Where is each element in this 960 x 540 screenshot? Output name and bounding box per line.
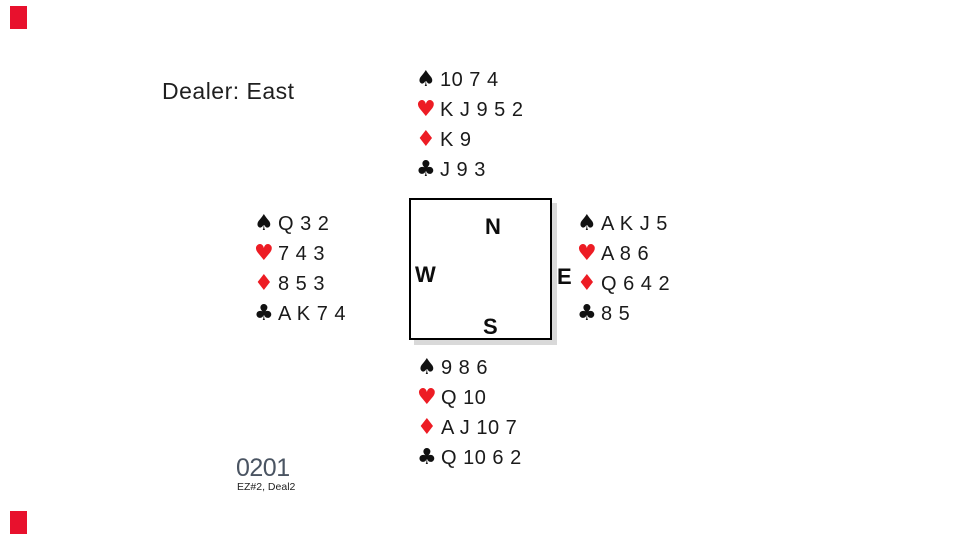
east-clubs-row: ♣ 8 5 <box>577 299 670 329</box>
west-hearts-row: ♥ 7 4 3 <box>254 239 346 269</box>
south-hand: ♠ 9 8 6 ♥ Q 10 ♦ A J 10 7 ♣ Q 10 6 2 <box>417 353 522 473</box>
west-hearts-cards: 7 4 3 <box>278 242 325 265</box>
north-hearts-cards: K J 9 5 2 <box>440 98 524 121</box>
heart-icon: ♥ <box>254 241 274 266</box>
club-icon: ♣ <box>416 157 436 182</box>
north-diamonds-cards: K 9 <box>440 128 472 151</box>
heart-icon: ♥ <box>417 385 437 410</box>
south-spades-row: ♠ 9 8 6 <box>417 353 522 383</box>
south-clubs-cards: Q 10 6 2 <box>441 446 522 469</box>
south-hearts-cards: Q 10 <box>441 386 487 409</box>
north-diamonds-row: ♦ K 9 <box>416 125 523 155</box>
north-spades-row: ♠ 10 7 4 <box>416 65 523 95</box>
club-icon: ♣ <box>254 301 274 326</box>
deal-number: 0201 <box>236 454 290 482</box>
compass-box: N W S <box>409 198 552 340</box>
south-hearts-row: ♥ Q 10 <box>417 383 522 413</box>
club-icon: ♣ <box>417 445 437 470</box>
diamond-icon: ♦ <box>417 415 437 440</box>
east-hand: ♠ A K J 5 ♥ A 8 6 ♦ Q 6 4 2 ♣ 8 5 <box>577 209 670 329</box>
south-diamonds-cards: A J 10 7 <box>441 416 518 439</box>
west-spades-row: ♠ Q 3 2 <box>254 209 346 239</box>
red-corner-accent-top <box>10 6 27 29</box>
west-clubs-cards: A K 7 4 <box>278 302 346 325</box>
north-clubs-row: ♣ J 9 3 <box>416 155 523 185</box>
heart-icon: ♥ <box>416 97 436 122</box>
red-corner-accent-bottom <box>10 511 27 534</box>
diamond-icon: ♦ <box>416 127 436 152</box>
spade-icon: ♠ <box>417 355 437 380</box>
north-spades-cards: 10 7 4 <box>440 68 499 91</box>
north-hand: ♠ 10 7 4 ♥ K J 9 5 2 ♦ K 9 ♣ J 9 3 <box>416 65 523 185</box>
compass-west-label: W <box>415 262 436 287</box>
west-spades-cards: Q 3 2 <box>278 212 330 235</box>
spade-icon: ♠ <box>254 211 274 236</box>
diamond-icon: ♦ <box>577 271 597 296</box>
compass-east-label: E <box>557 264 572 289</box>
compass-north-label: N <box>485 214 501 239</box>
heart-icon: ♥ <box>577 241 597 266</box>
east-diamonds-row: ♦ Q 6 4 2 <box>577 269 670 299</box>
club-icon: ♣ <box>577 301 597 326</box>
east-spades-row: ♠ A K J 5 <box>577 209 670 239</box>
compass-south-label: S <box>483 314 498 339</box>
diamond-icon: ♦ <box>254 271 274 296</box>
south-spades-cards: 9 8 6 <box>441 356 488 379</box>
west-hand: ♠ Q 3 2 ♥ 7 4 3 ♦ 8 5 3 ♣ A K 7 4 <box>254 209 346 329</box>
east-diamonds-cards: Q 6 4 2 <box>601 272 671 295</box>
east-clubs-cards: 8 5 <box>601 302 631 325</box>
east-spades-cards: A K J 5 <box>601 212 668 235</box>
spade-icon: ♠ <box>416 67 436 92</box>
north-clubs-cards: J 9 3 <box>440 158 486 181</box>
west-diamonds-cards: 8 5 3 <box>278 272 325 295</box>
west-diamonds-row: ♦ 8 5 3 <box>254 269 346 299</box>
deal-subtitle: EZ#2, Deal2 <box>237 481 296 493</box>
east-hearts-cards: A 8 6 <box>601 242 650 265</box>
north-hearts-row: ♥ K J 9 5 2 <box>416 95 523 125</box>
dealer-label: Dealer: East <box>162 78 295 104</box>
south-clubs-row: ♣ Q 10 6 2 <box>417 443 522 473</box>
south-diamonds-row: ♦ A J 10 7 <box>417 413 522 443</box>
west-clubs-row: ♣ A K 7 4 <box>254 299 346 329</box>
spade-icon: ♠ <box>577 211 597 236</box>
east-hearts-row: ♥ A 8 6 <box>577 239 670 269</box>
